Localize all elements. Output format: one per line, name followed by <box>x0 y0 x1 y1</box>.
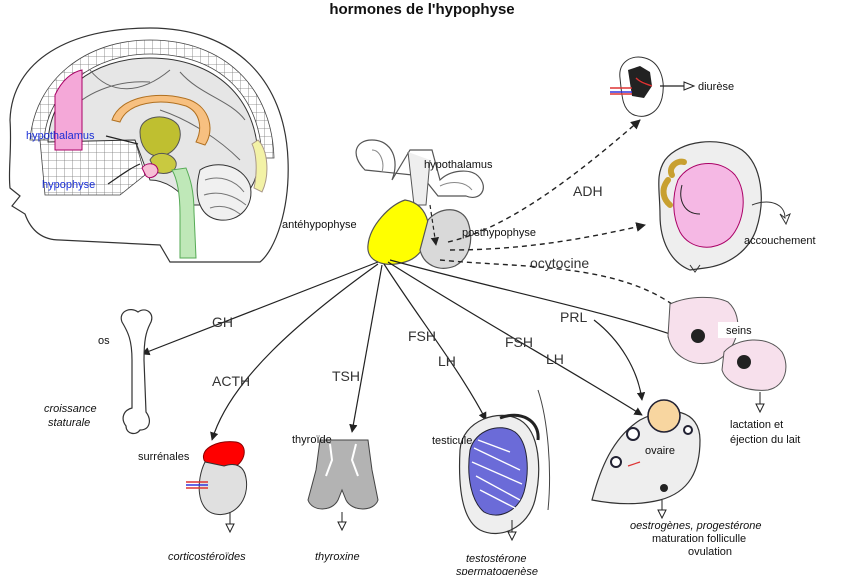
kidney-illustration <box>610 56 696 117</box>
seins-effect-label-2: éjection du lait <box>730 434 800 446</box>
brain-hypothalamus-pointer <box>105 135 139 145</box>
ocytocine-hormone-label: ocytocine <box>530 255 589 271</box>
uterus-effect-label: accouchement <box>744 235 816 247</box>
fsh-lh-ovaire-arrow <box>387 261 643 416</box>
seins-illustration <box>667 296 787 414</box>
spermatogenese-label: spermatogenèse <box>456 566 538 575</box>
prl-arrow <box>389 259 677 338</box>
posthypophyse-label: posthypophyse <box>462 227 536 239</box>
prl-ovaire-arrow <box>593 319 646 401</box>
ovaire-effect-label-1: oestrogènes, progestérone <box>630 520 761 532</box>
ovaire-illustration <box>591 399 701 520</box>
kidney-effect-label: diurèse <box>698 81 734 93</box>
thyroide-illustration <box>307 439 379 532</box>
adh-hormone-label: ADH <box>573 183 603 199</box>
testicule-illustration <box>458 389 551 542</box>
brain-hypophyse-label: hypophyse <box>42 179 95 191</box>
lh-testicule-hormone-label: LH <box>438 353 456 369</box>
seins-label: seins <box>726 325 752 337</box>
testicule-label: testicule <box>432 435 472 447</box>
femur-illustration <box>120 309 153 435</box>
ocytocine-uterus-arrow <box>449 222 646 251</box>
ovaire-label: ovaire <box>645 445 675 457</box>
croissance-label-line2: staturale <box>48 417 90 429</box>
pituitary-hypothalamus-label: hypothalamus <box>424 159 493 171</box>
corticosteroides-label: corticostéroïdes <box>168 551 246 563</box>
uterus-fetus-illustration <box>658 141 791 273</box>
brain-hypophyse-pointer <box>107 163 141 185</box>
ovaire-effect-label-3: ovulation <box>688 546 732 558</box>
antehypophyse-label: antéhypophyse <box>282 219 357 231</box>
surrenale-illustration <box>186 441 248 534</box>
gh-hormone-label: GH <box>212 314 233 330</box>
fsh-lh-testicule-arrow <box>383 263 487 421</box>
croissance-label-line1: croissance <box>44 403 97 415</box>
gh-arrow <box>141 261 379 356</box>
ocytocine-seins-arrow <box>439 259 681 311</box>
brain-section-illustration <box>8 27 289 263</box>
diagram-title: hormones de l'hypophyse <box>329 1 514 18</box>
os-label: os <box>98 335 110 347</box>
adh-arrow <box>447 119 641 243</box>
lh-ovaire-hormone-label: LH <box>546 351 564 367</box>
tsh-hormone-label: TSH <box>332 368 360 384</box>
surrenales-label: surrénales <box>138 451 190 463</box>
fsh-ovaire-hormone-label: FSH <box>505 334 533 350</box>
pituitary-illustration <box>355 139 484 269</box>
prl-hormone-label: PRL <box>560 309 587 325</box>
seins-effect-label-1: lactation et <box>730 419 783 431</box>
ovaire-effect-label-2: maturation folliculle <box>652 533 746 545</box>
fsh-testicule-hormone-label: FSH <box>408 328 436 344</box>
testosterone-label: testostérone <box>466 553 527 565</box>
thyroxine-label: thyroxine <box>315 551 360 563</box>
thyroide-label: thyroïde <box>292 434 332 446</box>
brain-hypothalamus-label: hypothalamus <box>26 130 95 142</box>
acth-arrow <box>210 263 379 441</box>
tsh-arrow <box>349 264 383 433</box>
acth-hormone-label: ACTH <box>212 373 250 389</box>
